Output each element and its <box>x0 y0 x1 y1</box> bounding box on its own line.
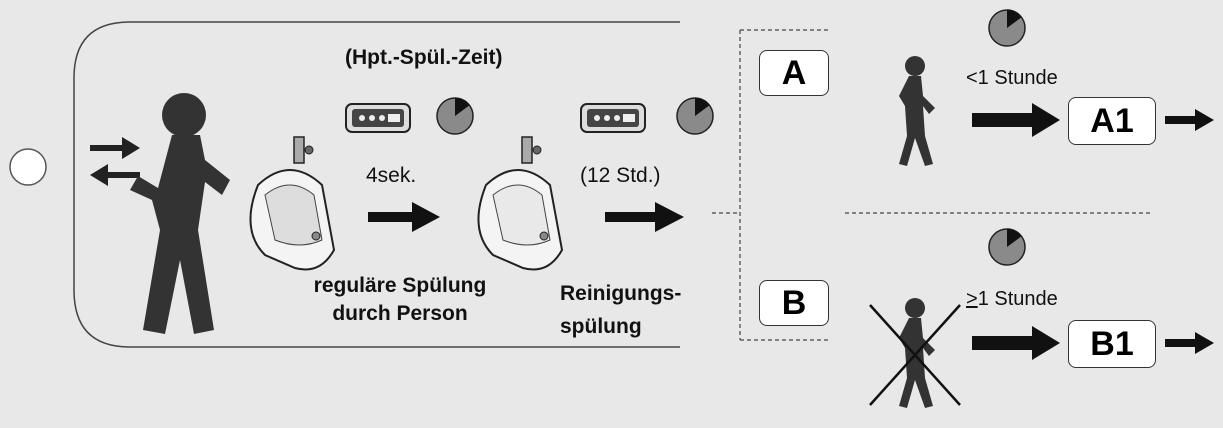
box-a: A <box>759 50 829 96</box>
arrow-right-icon <box>605 202 684 232</box>
exchange-arrows-icon <box>90 137 140 186</box>
person-large-icon <box>130 93 230 334</box>
arrow-right-icon <box>368 202 440 232</box>
arrow-right-icon <box>972 103 1060 137</box>
interval-4s-label: 4sek. <box>366 164 417 187</box>
interval-12h-label: (12 Std.) <box>580 164 661 187</box>
arrow-right-icon <box>1165 332 1214 354</box>
branch-connector <box>712 29 1150 341</box>
cleaning-flush-label: Reinigungs- spülung <box>560 277 681 343</box>
ge-symbol: > <box>966 288 978 310</box>
clock-icon <box>436 97 474 135</box>
box-b1: B1 <box>1068 320 1156 368</box>
box-a1: A1 <box>1068 97 1156 145</box>
remote-control-icon <box>580 103 646 133</box>
box-b: B <box>759 280 829 326</box>
regular-flush-line1: reguläre Spülung <box>313 274 487 297</box>
cleaning-flush-line1: Reinigungs- <box>560 282 682 305</box>
cleaning-flush-line2: spülung <box>560 315 642 338</box>
clock-icon <box>988 228 1026 266</box>
remote-control-icon <box>345 103 411 133</box>
main-flush-time-label: (Hpt.-Spül.-Zeit) <box>345 46 503 69</box>
regular-flush-label: reguläre Spülung durch Person <box>285 272 515 328</box>
arrow-right-icon <box>1165 109 1214 131</box>
regular-flush-line2: durch Person <box>332 302 468 325</box>
at-least-1h-label: >1 Stunde <box>966 288 1058 311</box>
ge-rest: 1 Stunde <box>977 288 1058 310</box>
clock-icon <box>676 97 714 135</box>
arrow-right-icon <box>972 326 1060 360</box>
person-small-icon <box>899 56 935 166</box>
urinal-icon <box>249 136 336 271</box>
cross-out-icon <box>869 304 961 406</box>
urinal-icon <box>477 136 564 271</box>
less-than-1h-label: <1 Stunde <box>966 67 1058 89</box>
start-circle <box>9 148 47 186</box>
clock-icon <box>988 9 1026 47</box>
